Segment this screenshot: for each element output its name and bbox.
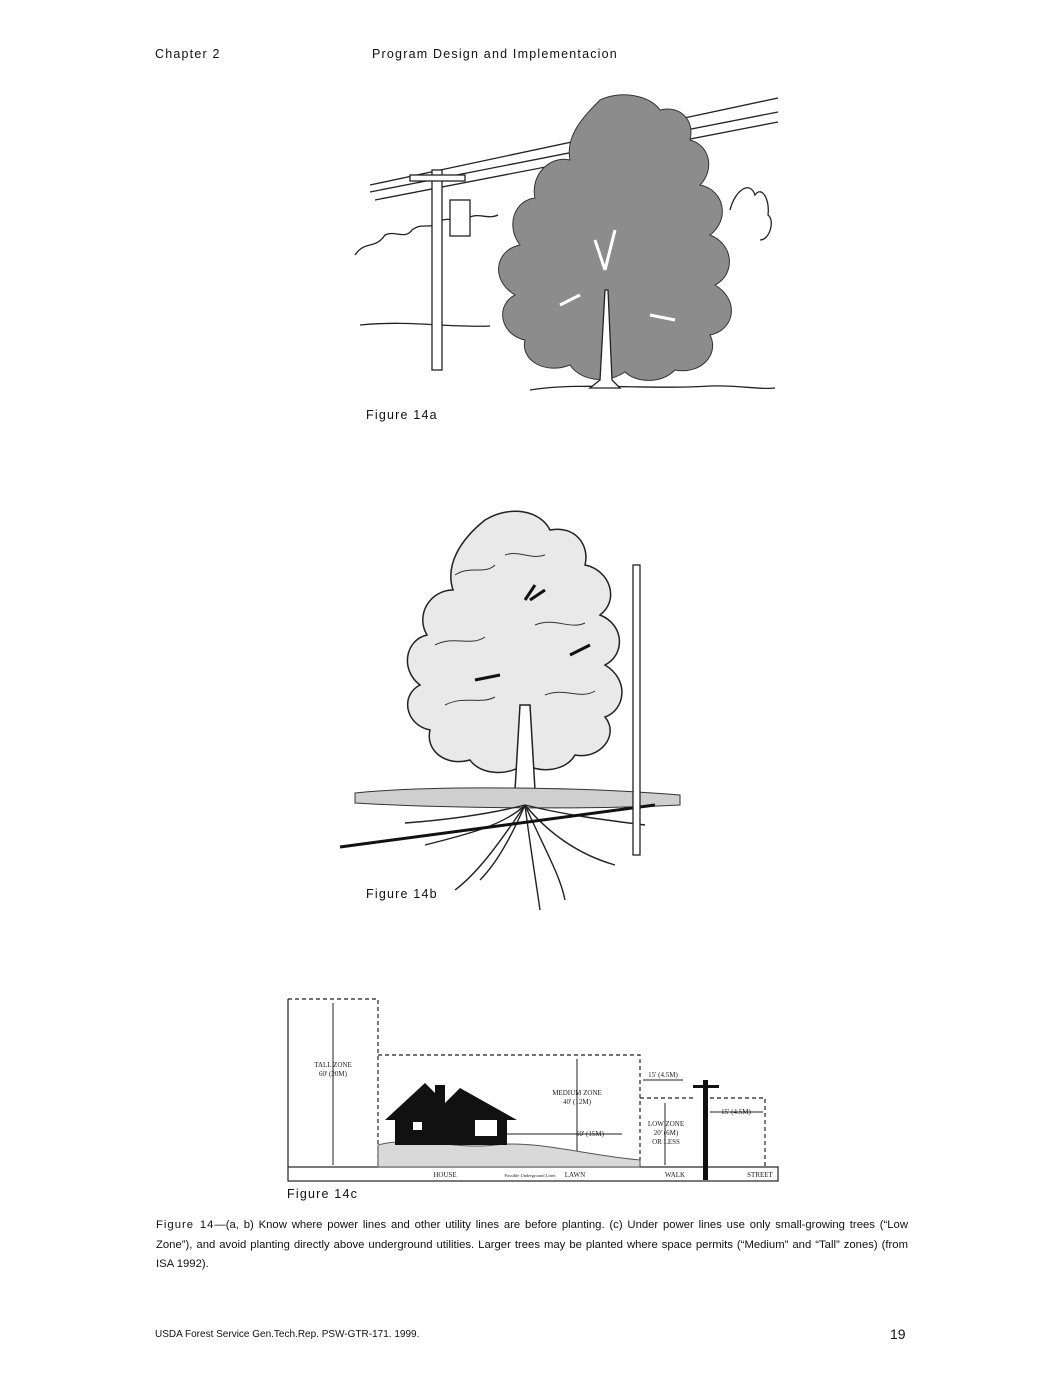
figure-14c-diagram: TALL ZONE 60' (20M) MEDIUM ZONE 40' (12M…: [285, 995, 780, 1185]
ground-mulch: [355, 788, 680, 808]
figure-caption: Figure 14—(a, b) Know where power lines …: [156, 1216, 908, 1275]
figure-14b-label: Figure 14b: [366, 887, 438, 901]
ground-label-underground: Possible Underground Lines: [504, 1173, 555, 1178]
low-zone-label-line3: OR LESS: [652, 1138, 680, 1146]
figure-14c-label: Figure 14c: [287, 1187, 358, 1201]
low-zone-label-line1: LOW ZONE: [648, 1120, 684, 1128]
utility-pole: [633, 565, 640, 855]
background-shrub-left: [355, 215, 498, 255]
house-window-2: [475, 1120, 497, 1136]
dim-15-top-label: 15' (4.5M): [648, 1071, 678, 1079]
utility-pole: [432, 170, 442, 370]
pole-transformer: [450, 200, 470, 236]
footer-citation: USDA Forest Service Gen.Tech.Rep. PSW-GT…: [155, 1329, 419, 1340]
tall-zone-label-line1: TALL ZONE: [314, 1061, 351, 1069]
figure-14b-illustration: [335, 505, 690, 915]
pole-crossarm: [410, 175, 465, 181]
caption-lead: Figure 14: [156, 1219, 214, 1231]
ground-label-walk: WALK: [665, 1171, 685, 1179]
ground-label-lawn: LAWN: [565, 1171, 585, 1179]
house-window-1: [413, 1122, 422, 1130]
medium-zone-label-line2: 40' (12M): [563, 1098, 592, 1106]
utility-pole: [703, 1080, 708, 1180]
dim-15-right-label: 15' (4.5M): [721, 1108, 751, 1116]
ground-label-street: STREET: [747, 1171, 773, 1179]
caption-text: —(a, b) Know where power lines and other…: [156, 1219, 908, 1270]
running-header-chapter: Chapter 2: [155, 47, 221, 61]
figure-14a-illustration: [350, 90, 780, 400]
house-silhouette: [385, 1083, 517, 1145]
ground-label-house: HOUSE: [433, 1171, 456, 1179]
medium-zone-label-line1: MEDIUM ZONE: [552, 1089, 602, 1097]
tall-zone-label-line2: 60' (20M): [319, 1070, 348, 1078]
figure-14a-label: Figure 14a: [366, 408, 438, 422]
tree-roots: [405, 805, 645, 910]
dim-50-label: 50' (15M): [576, 1130, 605, 1138]
lawn-hill: [378, 1141, 640, 1167]
background-shrub-right: [730, 188, 771, 240]
low-zone-label-line2: 20' (6M): [654, 1129, 679, 1137]
tree-crown: [407, 511, 621, 772]
page-number: 19: [890, 1326, 906, 1342]
running-header-title: Program Design and Implementacion: [372, 47, 618, 61]
pole-crossarm: [693, 1085, 719, 1088]
